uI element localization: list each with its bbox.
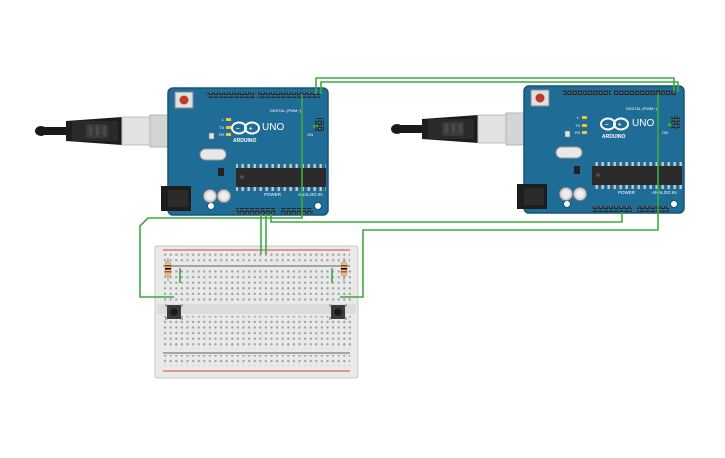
power-header-label: POWER <box>264 192 282 197</box>
on-label: ON <box>662 130 668 135</box>
wire-tx-rx-link <box>315 77 675 94</box>
breadboard[interactable] <box>154 245 359 379</box>
arduino-board-left[interactable]: − + ARDUINO UNO DIGITAL (PWM~) L TX RX O… <box>161 87 329 216</box>
arduino-logo-icon: − + <box>600 117 629 131</box>
tx-label: TX <box>575 123 580 128</box>
arduino-board-right[interactable]: − + ARDUINO UNO DIGITAL (PWM~) L TX RX O… <box>517 85 685 214</box>
usb-cable-icon[interactable] <box>35 114 173 148</box>
svg-text:+: + <box>618 123 622 129</box>
resistor-icon[interactable] <box>340 258 348 281</box>
svg-text:−: − <box>236 127 240 133</box>
digital-header-label: DIGITAL (PWM~) <box>270 108 302 113</box>
wires <box>139 77 679 298</box>
usb-cable-icon[interactable] <box>391 112 529 146</box>
wire-left-loop-to-button <box>139 217 174 298</box>
wire-left-d-to-button <box>148 94 303 219</box>
wire-rx-tx-link <box>320 81 679 94</box>
board-model-text: UNO <box>632 118 654 129</box>
led-l-label: L <box>577 115 580 120</box>
wire-right-gnd-to-left <box>270 212 623 223</box>
resistor-icon[interactable] <box>164 258 172 281</box>
wire-right-d-to-button <box>340 94 659 298</box>
analog-header-label: ANALOG IN <box>652 190 677 195</box>
pushbutton-icon[interactable] <box>329 304 347 320</box>
pushbutton-icon[interactable] <box>165 304 183 320</box>
tx-label: TX <box>219 125 224 130</box>
board-logo-text: ARDUINO <box>233 138 256 144</box>
svg-text:+: + <box>249 127 253 133</box>
rx-label: RX <box>575 130 581 135</box>
board-logo-text: ARDUINO <box>602 134 625 140</box>
digital-header-label: DIGITAL (PWM~) <box>626 106 658 111</box>
power-header-label: POWER <box>618 190 636 195</box>
analog-header-label: ANALOG IN <box>298 192 323 197</box>
led-l-label: L <box>222 117 225 122</box>
svg-text:−: − <box>605 123 609 129</box>
rx-label: RX <box>219 132 225 137</box>
arduino-logo-icon: − + <box>231 121 260 135</box>
on-label: ON <box>307 132 313 137</box>
board-model-text: UNO <box>262 122 284 133</box>
